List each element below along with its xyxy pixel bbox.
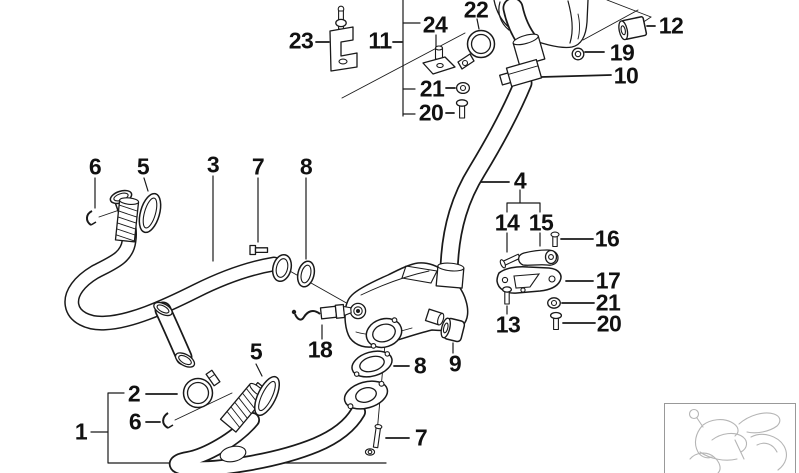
seal-ring-part-5-upper [138,192,162,234]
pipe-clamp-part-2 [182,369,221,409]
callout-6-upper: 6 [88,153,102,180]
stud-bolt-part-7-lower [364,424,383,456]
callout-5-upper: 5 [136,153,150,180]
holder-arm-part-15 [517,249,559,266]
oxygen-sensor-part-18 [291,303,352,321]
lock-pin-part-6-lower [162,412,174,429]
callout-17: 17 [595,267,621,294]
bolt-part-16 [550,231,560,248]
callout-19: 19 [609,39,635,66]
callout-9: 9 [448,350,462,377]
gasket-part-8-upper [296,260,316,288]
callout-10: 10 [613,62,639,89]
collector-box [344,262,469,349]
callout-23: 23 [288,27,314,54]
callout-12: 12 [658,12,684,39]
callout-14: 14 [494,209,520,236]
callout-24: 24 [422,11,448,38]
pipe-clamp-part-22 [457,29,496,70]
muffler-clamp-part-10 [499,58,543,88]
callout-8-center: 8 [413,352,427,379]
callout-2: 2 [127,380,141,407]
outlet-flange [365,317,403,349]
callout-21-top: 21 [419,75,445,102]
bracket-plate-part-17 [496,266,562,294]
washer-part-21-right [547,297,561,309]
gasket-part-8-center [351,350,393,378]
watermark-box [664,403,796,473]
callout-22: 22 [463,0,489,23]
clamp-bracket-part-23 [329,5,358,72]
callout-18: 18 [307,336,333,363]
pipe-flange [343,380,389,410]
bolt-part-13 [501,286,513,305]
callout-11: 11 [368,27,392,54]
rubber-mount-part-24 [422,45,456,75]
callout-3: 3 [206,151,220,178]
callout-8-upper: 8 [299,153,313,180]
callout-21-right: 21 [595,289,621,316]
motorcycle-icon [688,408,787,473]
callout-1: 1 [74,418,88,445]
bolt-part-20-top [455,99,469,119]
callout-5-lower: 5 [249,338,263,365]
callout-20-right: 20 [596,310,622,337]
front-header-pipe-part-3 [64,189,293,331]
rubber-bushing-part-12 [618,16,648,41]
connector-pipe-stub [153,301,196,368]
washer-part-21-top [455,81,471,95]
callout-15: 15 [528,209,554,236]
stud-bolt-part-7-upper [249,244,269,256]
rear-pipe-part-4 [439,73,533,282]
muffler-silencer [493,0,589,67]
pipe-junction-collar [435,262,465,289]
nut-part-19 [571,47,585,61]
callout-13: 13 [495,311,521,338]
callout-20-top: 20 [418,99,444,126]
lock-pin-part-6-upper [86,210,97,226]
rubber-grommet-part-9 [440,317,466,343]
callout-7-upper: 7 [251,153,265,180]
bolt-part-20-right [549,311,563,331]
callout-4: 4 [513,167,527,194]
callout-16: 16 [594,225,620,252]
mount-peg [424,308,445,326]
seal-ring-part-5-lower [253,375,281,417]
callout-6-lower: 6 [128,408,142,435]
callout-7-lower: 7 [414,424,428,451]
